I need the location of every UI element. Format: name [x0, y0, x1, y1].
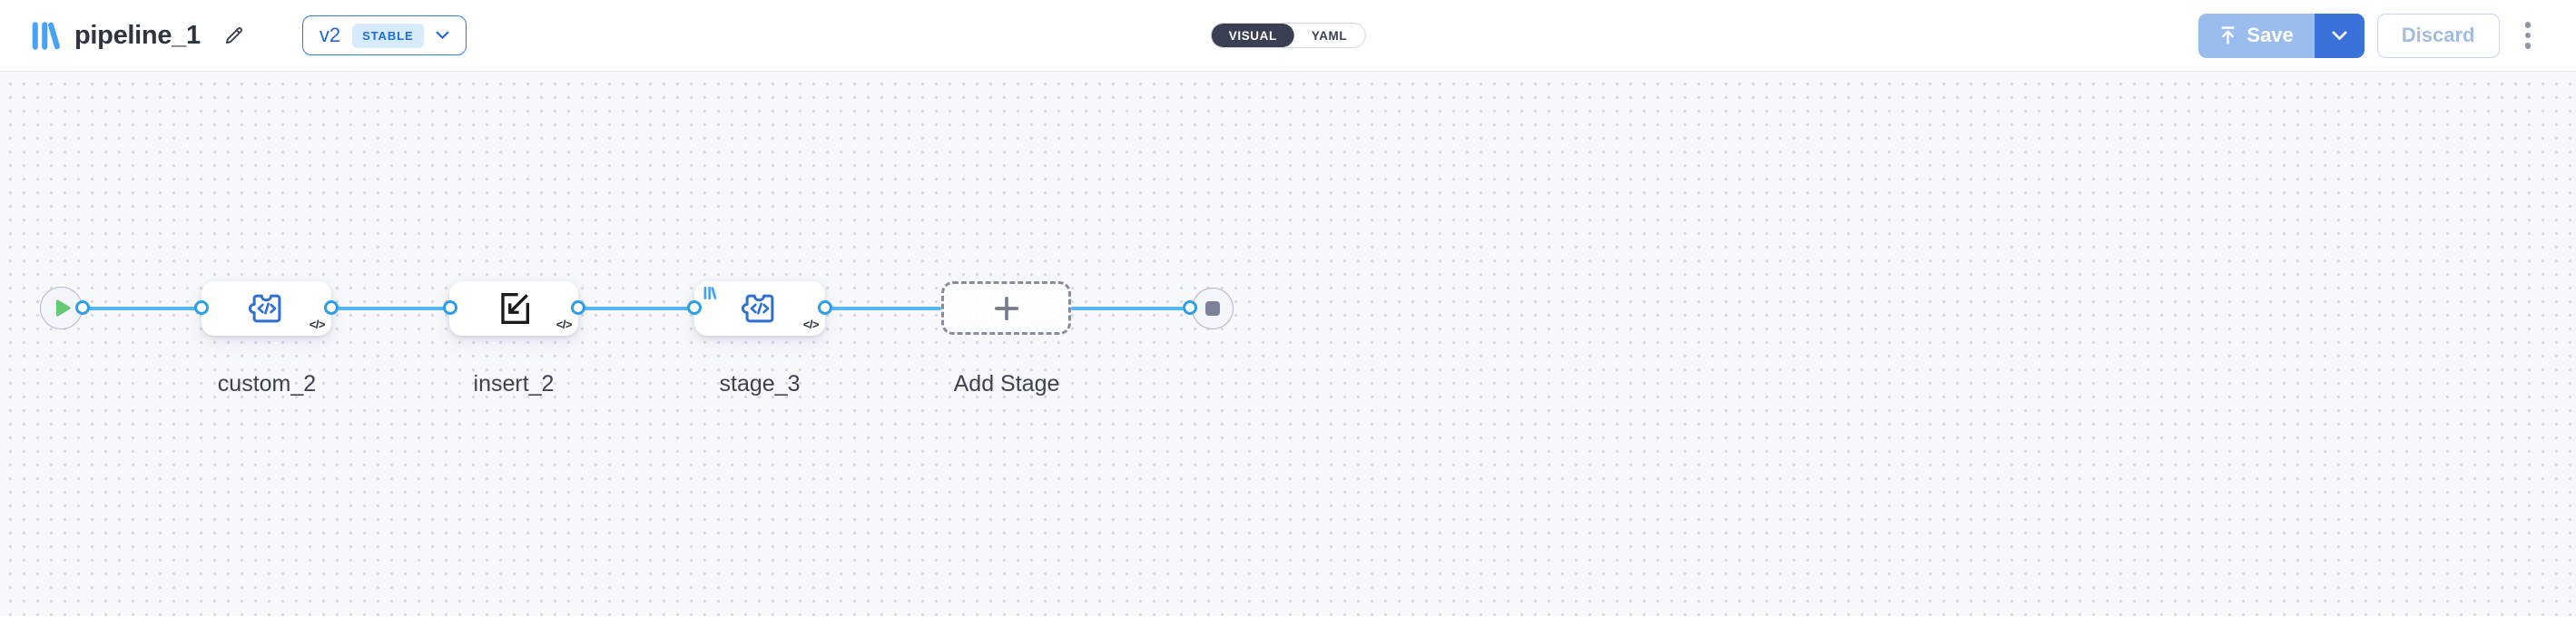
version-selector[interactable]: v2 STABLE — [301, 15, 467, 55]
port-insert2-out[interactable] — [571, 300, 585, 315]
upload-icon — [2221, 26, 2235, 44]
node-stage-3[interactable]: </> — [694, 281, 825, 336]
code-glyph: </> — [556, 318, 573, 331]
page-title: pipeline_1 — [74, 20, 201, 50]
header: pipeline_1 v2 STABLE VISUAL YAML — [0, 0, 2576, 72]
edit-title-button[interactable] — [222, 24, 246, 47]
edge-addstage-end — [1071, 307, 1190, 310]
save-button[interactable]: Save — [2198, 13, 2314, 58]
tab-visual[interactable]: VISUAL — [1211, 24, 1294, 47]
app-logo-icon — [32, 21, 60, 50]
save-label: Save — [2247, 24, 2294, 46]
pipeline-end-node[interactable] — [1192, 288, 1234, 329]
port-start-out[interactable] — [75, 300, 90, 315]
port-custom2-out[interactable] — [324, 300, 339, 315]
puzzle-code-icon — [248, 294, 280, 323]
node-custom-2[interactable]: </> — [202, 281, 331, 336]
save-options-button[interactable] — [2313, 13, 2365, 58]
edge-stage3-addstage — [825, 307, 941, 310]
view-mode-toggle: VISUAL YAML — [1210, 23, 1366, 48]
save-split-button: Save — [2198, 13, 2365, 58]
port-stage3-in[interactable] — [687, 300, 702, 315]
port-insert2-in[interactable] — [443, 300, 457, 315]
pencil-icon — [225, 27, 242, 44]
version-label: v2 — [319, 24, 341, 46]
play-icon — [55, 299, 71, 317]
node-insert-2[interactable]: </> — [449, 281, 578, 336]
tab-yaml[interactable]: YAML — [1294, 24, 1364, 47]
code-glyph: </> — [309, 318, 326, 331]
chevron-down-icon — [2332, 31, 2347, 40]
pipeline-canvas[interactable]: </> </> </> — [0, 72, 2576, 616]
header-actions: Save Discard — [2198, 13, 2537, 58]
port-custom2-in[interactable] — [194, 300, 209, 315]
kebab-menu-icon — [2524, 22, 2531, 28]
code-glyph: </> — [802, 318, 820, 331]
more-options-button[interactable] — [2520, 16, 2537, 54]
node-label-stage-3: stage_3 — [719, 371, 801, 397]
port-end-in[interactable] — [1183, 300, 1197, 315]
add-stage-button[interactable] — [941, 281, 1071, 335]
version-status-badge: STABLE — [352, 23, 424, 48]
edge-start-custom2 — [83, 307, 202, 310]
chevron-down-icon — [436, 31, 448, 39]
edge-insert2-stage3 — [578, 307, 694, 310]
discard-button[interactable]: Discard — [2376, 13, 2500, 58]
library-bars-icon — [703, 287, 717, 299]
node-label-custom-2: custom_2 — [217, 371, 317, 397]
stop-icon — [1205, 301, 1220, 316]
plus-icon — [994, 296, 1018, 320]
import-square-icon — [501, 293, 529, 324]
stage-badge — [703, 286, 718, 300]
header-left: pipeline_1 v2 STABLE — [30, 15, 467, 55]
node-label-add-stage: Add Stage — [953, 371, 1060, 397]
node-label-insert-2: insert_2 — [473, 371, 555, 397]
port-stage3-out[interactable] — [818, 300, 832, 315]
puzzle-code-icon — [741, 294, 774, 323]
edge-custom2-insert2 — [331, 307, 450, 310]
